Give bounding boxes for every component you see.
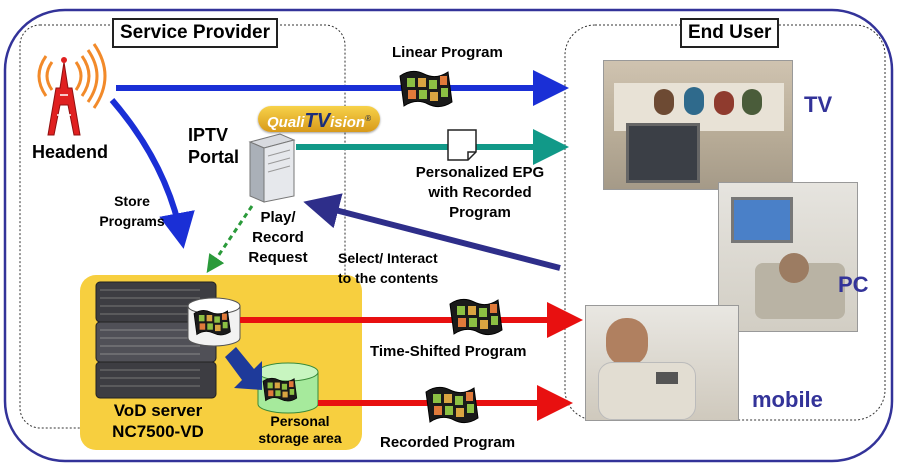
vod-label-line1: VoD server <box>113 401 203 420</box>
headend-tower-icon <box>37 43 107 136</box>
epg-label-line1: Personalized EPG <box>415 164 545 181</box>
outer-frame <box>3 8 894 463</box>
select-interact-arrow <box>303 193 561 271</box>
play-record-label: Play/ Record Request <box>236 208 320 268</box>
portal-label-line2: Portal <box>188 147 240 167</box>
headend-label: Headend <box>32 142 109 162</box>
tv-label: TV <box>804 92 833 117</box>
tv-photo <box>603 60 793 190</box>
select-label-line1: Select/ Interact <box>338 250 438 266</box>
provider-title: Service Provider <box>112 18 278 48</box>
storage-film-icon <box>262 377 298 402</box>
portal-label: IPTV Portal <box>188 124 239 168</box>
recorded-film-icon <box>425 386 479 424</box>
store-label-line2: Programs <box>99 213 165 229</box>
play-record-request-arrow <box>206 205 254 273</box>
pc-label: PC <box>838 272 869 297</box>
play-label-line3: Request <box>248 249 308 266</box>
epg-document-icon <box>447 129 477 161</box>
store-label-line1: Store <box>114 193 150 209</box>
qualitvision-logo: QualiTVision® <box>258 106 380 132</box>
play-label-line1: Play/ <box>260 209 296 226</box>
storage-label-line2: storage area <box>258 430 342 446</box>
logo-prefix: Quali <box>267 114 305 131</box>
store-programs-arrow <box>109 98 195 249</box>
mobile-label: mobile <box>752 387 823 412</box>
server-film-icon <box>193 310 231 336</box>
vod-label-line2: NC7500-VD <box>112 422 204 441</box>
portal-server-icon <box>248 133 296 203</box>
enduser-title: End User <box>680 18 780 48</box>
linear-film-icon <box>399 70 453 108</box>
storage-label-line1: Personal <box>270 413 330 429</box>
storage-label: Personal storage area <box>240 413 360 447</box>
vod-server-icon <box>95 281 217 399</box>
select-interact-label: Select/ Interact to the contents <box>338 248 438 288</box>
timeshift-label: Time-Shifted Program <box>370 343 527 360</box>
logo-suffix: ision <box>330 114 366 131</box>
timeshift-film-icon <box>449 298 503 336</box>
epg-label-line2: with Recorded <box>428 184 532 201</box>
logo-tv: TV <box>304 110 331 132</box>
store-programs-label: Store Programs <box>95 191 169 231</box>
pc-photo <box>718 182 858 332</box>
mobile-photo <box>585 305 739 421</box>
server-to-storage-arrow <box>225 347 262 390</box>
portal-label-line1: IPTV <box>188 125 229 145</box>
epg-label: Personalized EPG with Recorded Program <box>398 163 562 223</box>
vod-server-label: VoD server NC7500-VD <box>82 400 234 442</box>
recorded-label: Recorded Program <box>380 434 516 451</box>
logo-mark: ® <box>365 114 371 123</box>
select-label-line2: to the contents <box>338 270 439 286</box>
epg-label-line3: Program <box>449 204 511 221</box>
play-label-line2: Record <box>252 229 304 246</box>
linear-program-label: Linear Program <box>392 44 503 61</box>
